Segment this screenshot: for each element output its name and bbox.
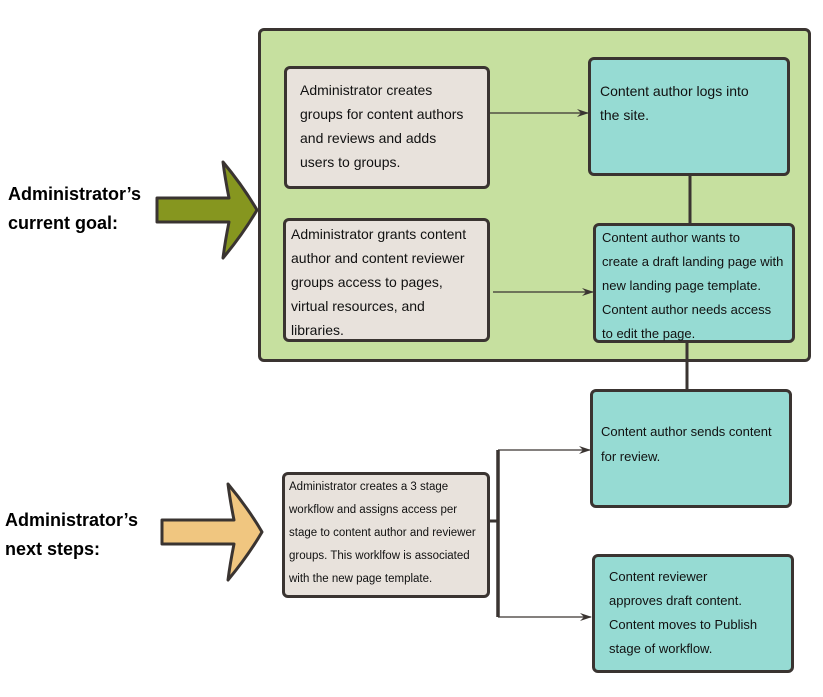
admin-creates-groups-box: Administrator creates groups for content… bbox=[284, 66, 490, 189]
next-steps-label: Administrator’s next steps: bbox=[5, 510, 139, 559]
author-logs-in-box: Content author logs into the site. bbox=[588, 57, 790, 176]
admin-grants-access-box: Administrator grants content author and … bbox=[283, 218, 490, 342]
next-steps-arrow-icon bbox=[160, 482, 264, 582]
current-goal-label: Administrator’s current goal: bbox=[8, 184, 142, 233]
admin-creates-workflow-box: Administrator creates a 3 stage workflow… bbox=[282, 472, 490, 598]
author-sends-review-box: Content author sends content for review. bbox=[590, 389, 792, 508]
reviewer-approves-box: Content reviewer approves draft content.… bbox=[592, 554, 794, 673]
current-goal-arrow-icon bbox=[155, 160, 259, 260]
author-wants-draft-box: Content author wants to create a draft l… bbox=[593, 223, 795, 343]
